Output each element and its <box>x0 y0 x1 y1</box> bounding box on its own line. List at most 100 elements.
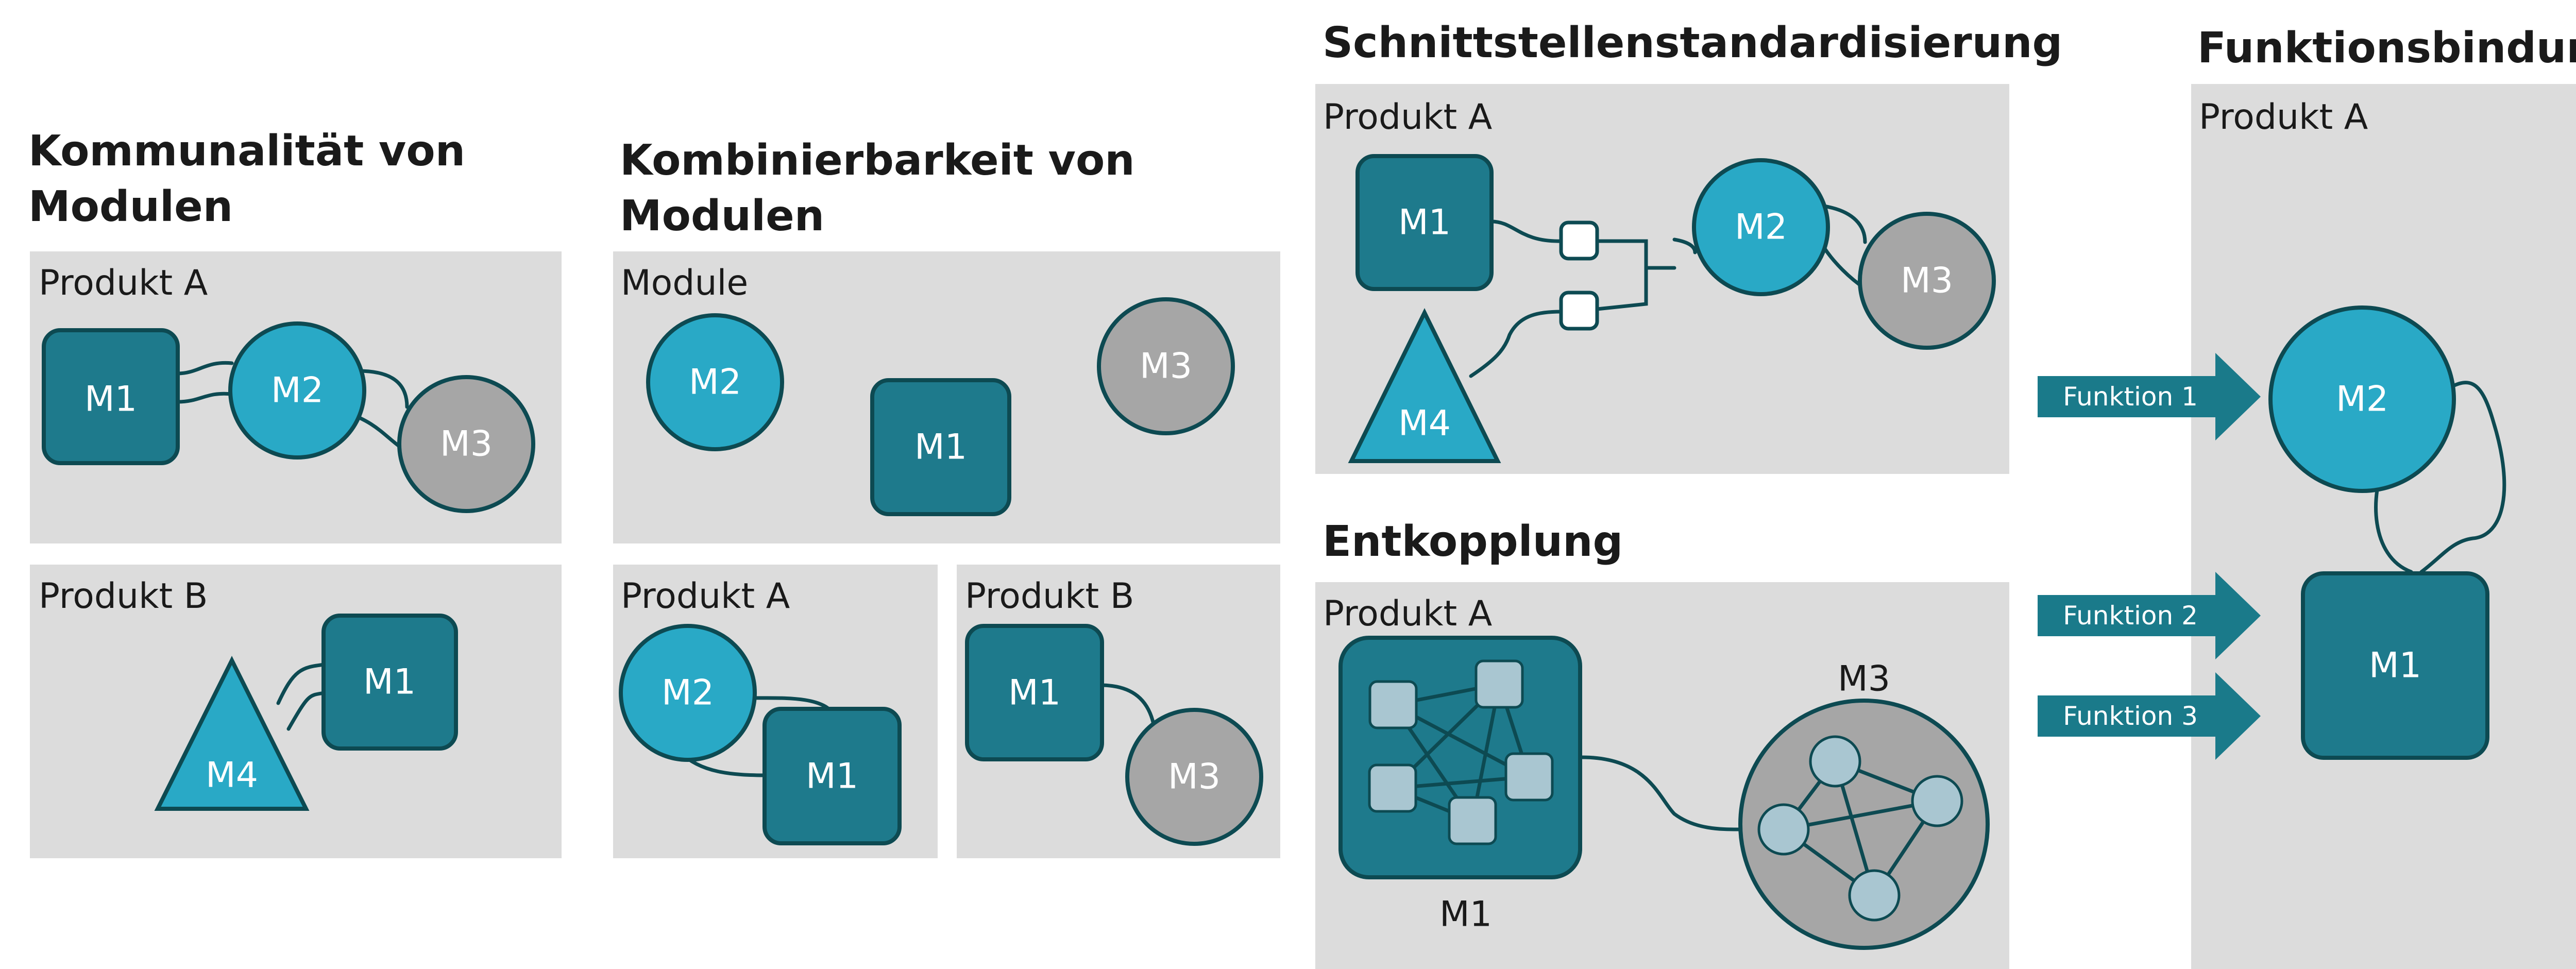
submodule-circle <box>1809 735 1861 788</box>
module-m3 <box>1097 297 1235 435</box>
kombinierbarkeit-title: Kombinierbarkeit von Modulen <box>620 133 1135 244</box>
module-m3 <box>1738 699 1990 950</box>
connector-line <box>1595 239 1676 270</box>
kommunalitaet-produkt-a-label: Produkt A <box>39 263 208 303</box>
module-m1-label: M1 <box>1008 673 1061 713</box>
funktion-3-label: Funktion 3 <box>2063 701 2198 731</box>
entkopplung-produkt-a-label: Produkt A <box>1323 593 1493 634</box>
funktion-3-arrow: Funktion 3 <box>2038 672 2261 760</box>
connector-line <box>176 392 234 404</box>
connector-line <box>1822 204 1867 244</box>
module-m2 <box>646 313 784 451</box>
funktionsbindung-produkt-a-diagram: M2 M1 Funktion 1 Funktion 2 Funktion 3 <box>2038 305 2506 760</box>
module-m1 <box>321 614 458 751</box>
module-m2-label: M2 <box>271 370 324 411</box>
kommunalitaet-title-line1: Kommunalität von <box>28 127 466 176</box>
module-m1-label: M1 <box>1398 202 1451 243</box>
entkopplung-produkt-a-diagram: M1 M3 <box>1338 636 1990 950</box>
submodule-circle <box>1848 869 1901 922</box>
module-m1 <box>1355 154 1494 291</box>
connector-line <box>1595 266 1648 311</box>
module-m4 <box>1348 308 1501 463</box>
module-m1-label: M1 <box>914 427 967 468</box>
kombinierbarkeit-produkt-b-label: Produkt B <box>965 576 1134 617</box>
kombinierbarkeit-produkt-b-diagram: M1 M3 <box>965 624 1263 846</box>
entkopplung-title: Entkopplung <box>1323 517 1623 566</box>
funktion-1-label: Funktion 1 <box>2063 382 2198 412</box>
connector-line <box>176 361 234 376</box>
funktion-2-label: Funktion 2 <box>2063 601 2198 631</box>
module-m1 <box>2301 571 2489 760</box>
submodule-square <box>1368 680 1418 729</box>
submodule-square <box>1504 752 1554 802</box>
module-m3-label: M3 <box>1140 346 1192 387</box>
submodule-circle <box>1911 775 1963 827</box>
connector-line <box>276 662 327 705</box>
module-m3 <box>397 375 535 513</box>
module-m1-label: M1 <box>84 379 137 420</box>
kombinierbarkeit-title-line1: Kombinierbarkeit von <box>620 136 1135 185</box>
submodule-square <box>1448 796 1497 845</box>
connector-line <box>1672 237 1697 254</box>
funktion-2-arrow: Funktion 2 <box>2038 572 2261 659</box>
kombinierbarkeit-module-label: Module <box>621 263 749 303</box>
schnittstellen-title: Schnittstellenstandardisierung <box>1323 19 2063 67</box>
connector-line <box>356 369 409 409</box>
kommunalitaet-title-line2: Modulen <box>28 182 233 231</box>
module-m1 <box>762 707 902 845</box>
module-m3-label: M3 <box>1901 261 1953 301</box>
module-m1 <box>965 624 1104 761</box>
kommunalitaet-produkt-b-label: Produkt B <box>39 576 208 617</box>
module-m4 <box>154 656 310 811</box>
module-m1 <box>42 328 180 465</box>
module-m1-label: M1 <box>363 662 416 703</box>
funktion-1-arrow: Funktion 1 <box>2038 353 2261 440</box>
funktion-arrow-shape <box>2038 672 2261 760</box>
kommunalitaet-produkt-b-diagram: M1 M4 <box>154 614 458 811</box>
module-m2-label: M2 <box>2336 379 2388 420</box>
module-m2 <box>1692 158 1830 296</box>
module-m2 <box>228 321 366 460</box>
module-m2 <box>2268 305 2456 493</box>
kommunalitaet-produkt-a-diagram: M1 M2 M3 <box>42 321 535 513</box>
submodule-square <box>1475 659 1524 709</box>
connector-line <box>286 691 327 731</box>
schnittstellen-produkt-a-label: Produkt A <box>1323 97 1493 138</box>
module-m1-label: M1 <box>1439 894 1492 935</box>
kombinierbarkeit-title-line2: Modulen <box>620 192 825 241</box>
schnittstellen-produkt-a-diagram: M1 M2 M3 M4 <box>1348 154 1996 463</box>
connector-line <box>1098 683 1156 728</box>
funktionsbindung-produkt-a-panel <box>2191 84 2576 969</box>
module-m3-label: M3 <box>440 424 493 465</box>
funktion-arrow-shape <box>2038 353 2261 440</box>
module-m4-label: M4 <box>1398 403 1451 444</box>
submodule-square <box>1368 763 1417 813</box>
connector-line <box>1489 219 1563 243</box>
interface-square <box>1559 220 1599 261</box>
module-m3 <box>1125 708 1263 846</box>
connector-line <box>1580 755 1741 831</box>
module-m2-label: M2 <box>689 362 741 403</box>
module-m3 <box>1858 212 1996 350</box>
funktionsbindung-produkt-a-label: Produkt A <box>2199 97 2368 138</box>
kombinierbarkeit-module-diagram: M2 M1 M3 <box>646 297 1235 516</box>
kombinierbarkeit-produkt-a-label: Produkt A <box>621 576 790 617</box>
connector-line <box>2419 381 2506 574</box>
module-m2-label: M2 <box>1735 207 1787 248</box>
connector-line <box>1469 310 1563 378</box>
kommunalitaet-title: Kommunalität von Modulen <box>28 124 465 235</box>
submodule-circle <box>1757 803 1810 856</box>
module-m1 <box>870 378 1011 516</box>
funktionsbindung-title: Funktionsbindung <box>2197 24 2576 73</box>
module-m1-label: M1 <box>2369 645 2421 686</box>
module-m2 <box>619 624 757 762</box>
module-m3-label: M3 <box>1838 659 1890 700</box>
kombinierbarkeit-produkt-a-diagram: M1 M2 <box>619 624 902 845</box>
module-m4-label: M4 <box>206 755 258 796</box>
funktion-arrow-shape <box>2038 572 2261 659</box>
interface-square <box>1559 291 1599 331</box>
module-m2-label: M2 <box>662 673 714 713</box>
module-m1-label: M1 <box>806 756 858 797</box>
